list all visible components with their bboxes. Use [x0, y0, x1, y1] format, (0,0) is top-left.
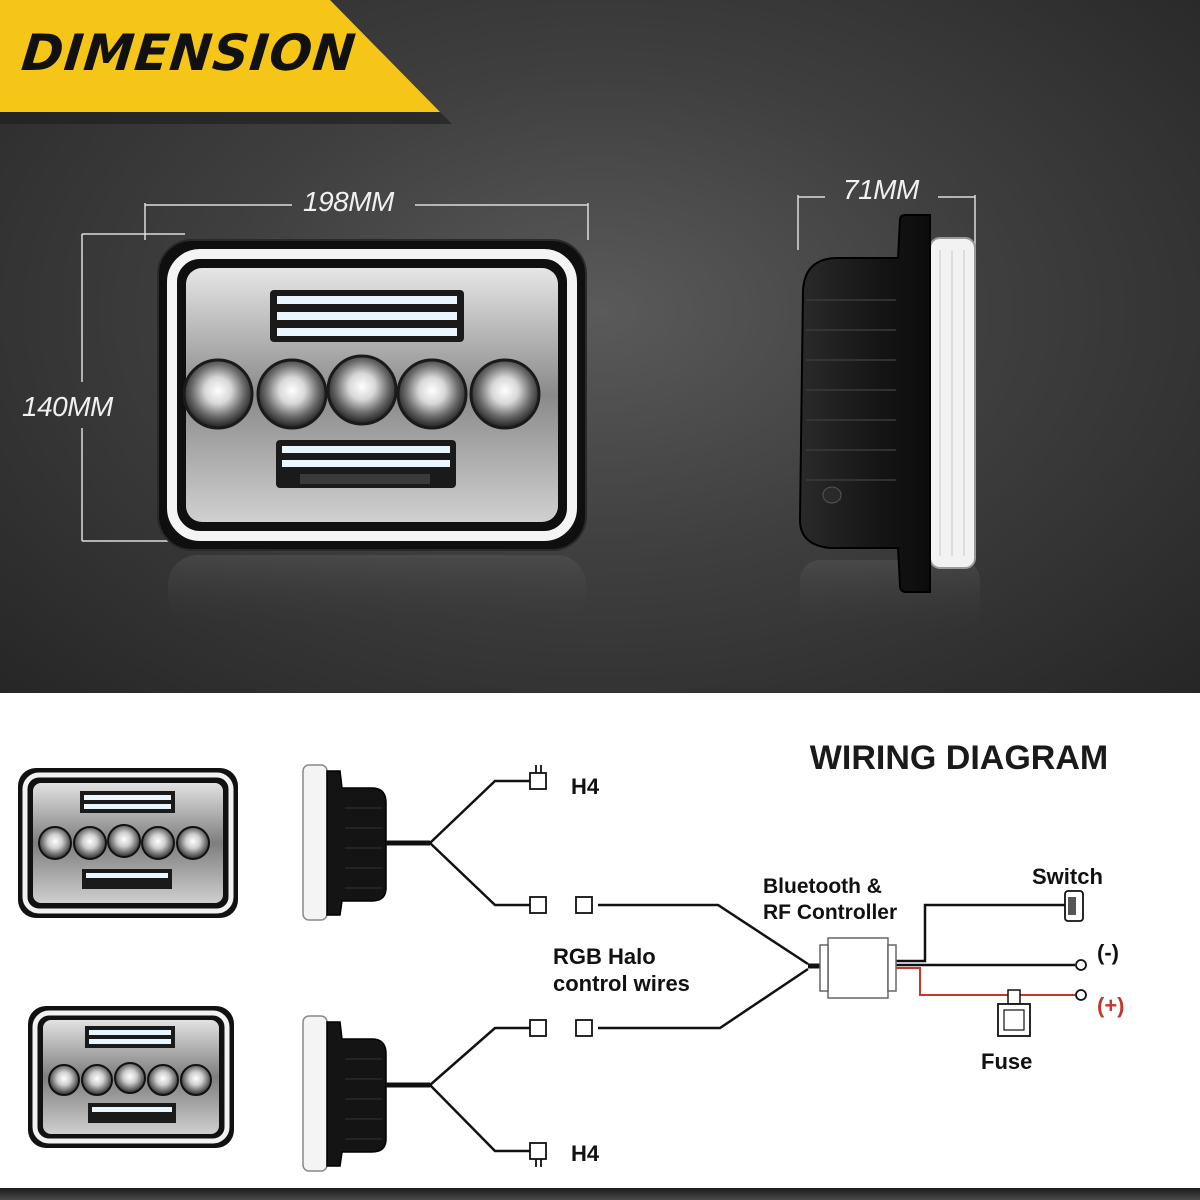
switch-label: Switch: [1032, 864, 1103, 889]
front-view: [81, 195, 980, 630]
rgb-label-line2: control wires: [553, 971, 690, 996]
h4-top-label: H4: [571, 774, 600, 799]
fuse-label: Fuse: [981, 1049, 1032, 1074]
headlight-front-top-small: [18, 768, 238, 918]
led-lenses: [182, 354, 541, 430]
controller-label-line1: Bluetooth &: [763, 875, 882, 898]
controller-box: [819, 937, 897, 999]
positive-label: (+): [1097, 993, 1125, 1018]
positive-terminal-icon: [1075, 989, 1087, 1001]
negative-terminal-icon: [1075, 959, 1087, 971]
height-label: 140MM: [22, 391, 113, 422]
headlight-side-bottom-small: [302, 1015, 387, 1172]
dimension-section: DIMENSION: [0, 0, 1200, 693]
depth-dimension-line: [797, 195, 976, 250]
connectors: [529, 765, 593, 1167]
bottom-strip: [0, 1188, 1200, 1200]
depth-label: 71MM: [843, 174, 919, 205]
positive-wire: [888, 967, 1075, 996]
headlight-side: [798, 214, 976, 593]
h4-bottom-label: H4: [571, 1141, 600, 1166]
controller-label-line2: RF Controller: [763, 901, 897, 924]
dimension-banner: [0, 0, 452, 124]
wires: [386, 779, 1075, 1153]
wiring-diagram: WIRING DIAGRAM H4 H4 Bluetooth & RF Cont…: [18, 739, 1125, 1172]
headlight-front: [157, 239, 587, 551]
headlight-front-bottom-small: [28, 1006, 234, 1148]
switch-icon: [1064, 890, 1084, 922]
negative-label: (-): [1097, 940, 1119, 965]
rgb-label-line1: RGB Halo: [553, 944, 656, 969]
width-label: 198MM: [303, 186, 394, 217]
headlight-side-top-small: [302, 764, 387, 921]
fuse-icon: [997, 989, 1031, 1037]
wiring-title: WIRING DIAGRAM: [810, 739, 1108, 777]
